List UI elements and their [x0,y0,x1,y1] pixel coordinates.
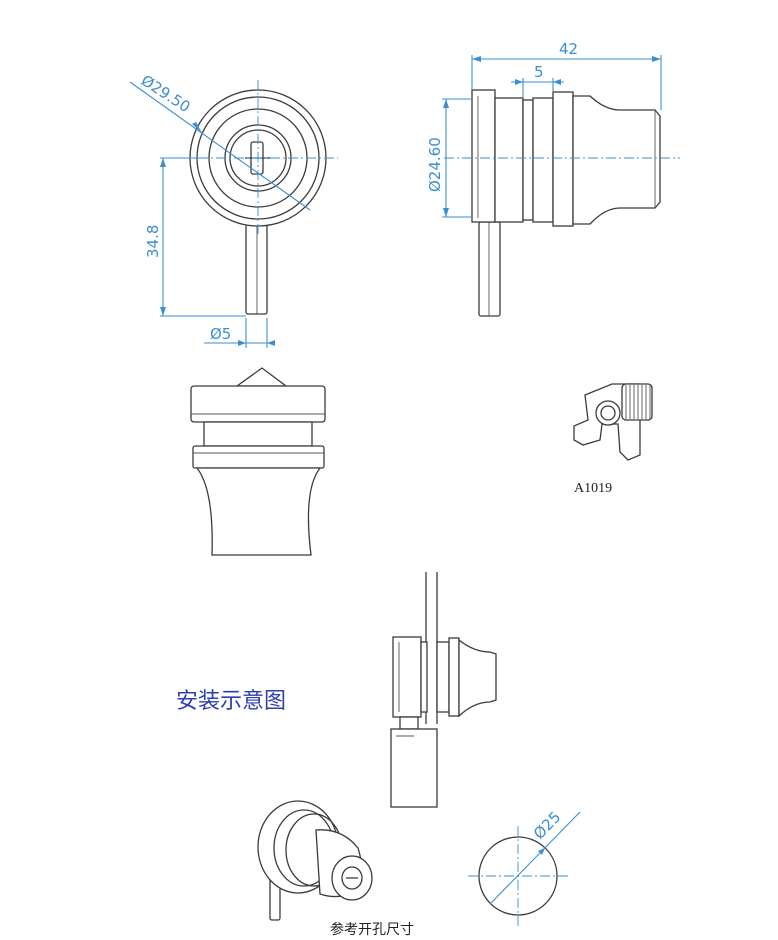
front-height-label: 34.8 [144,225,162,258]
cam-part-a1019: A1019 [573,383,653,496]
side-step-label: 5 [534,63,544,81]
side-length-label: 42 [559,40,578,58]
hole-caption: 参考开孔尺寸 [330,921,414,938]
top-view [190,367,326,556]
part-code-label: A1019 [574,481,612,496]
side-diameter-label: Ø24.60 [426,137,444,192]
lock-3d-view [257,800,373,921]
knurled-shaft [621,383,653,421]
pin-diameter-label: Ø5 [210,325,231,343]
reference-hole: Ø25 参考开孔尺寸 [330,808,581,938]
install-diagram [390,572,497,808]
install-caption: 安装示意图 [176,689,286,714]
front-view: Ø29.50 34.8 Ø5 [129,71,338,348]
hole-diameter-label: Ø25 [530,808,564,843]
side-view: 42 5 Ø24.60 [426,40,680,317]
